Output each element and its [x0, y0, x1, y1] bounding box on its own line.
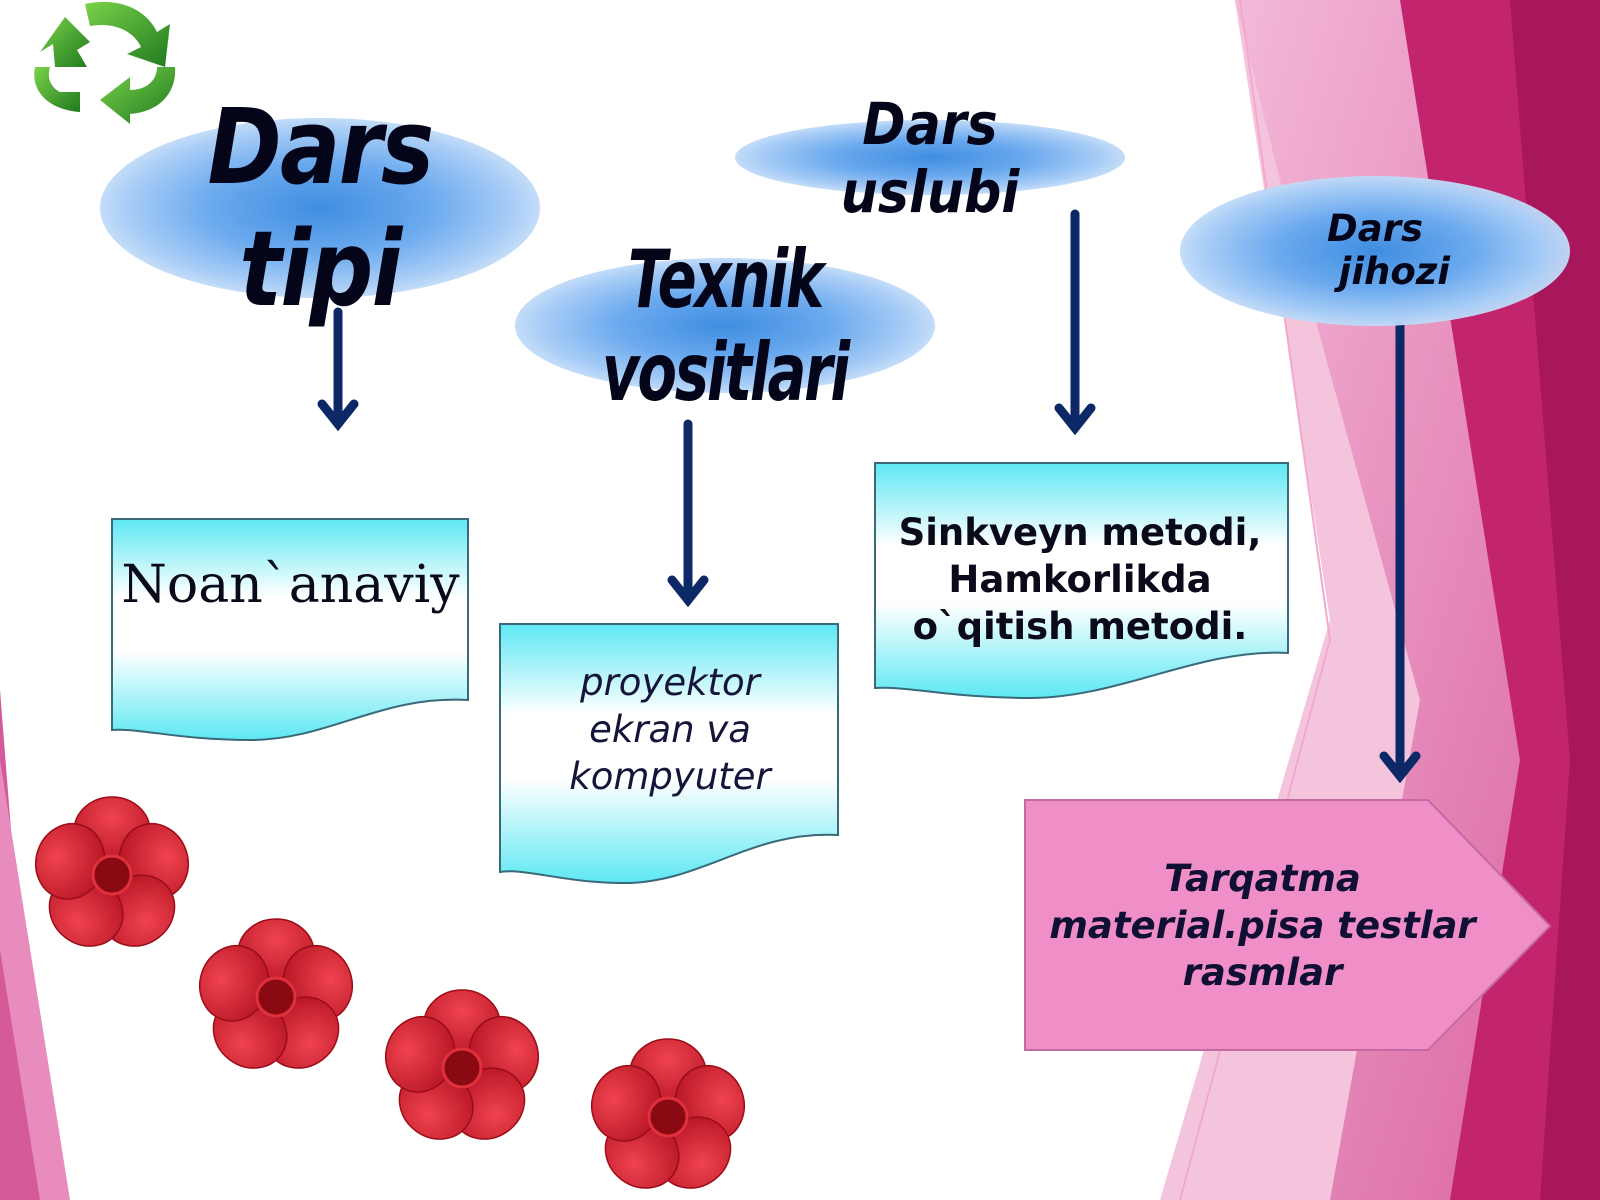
node-dars-jihozi: Dars jihozi [1180, 176, 1570, 326]
box-sinkveyn-line: o`qitish metodi. [912, 604, 1248, 648]
flower-icon [591, 1038, 745, 1189]
box-noananaviy-text: Noan`anaviy [121, 555, 460, 615]
box-proyektor-text: proyektor ekran va kompyuter [500, 660, 840, 801]
bg-left-pink-2 [0, 760, 70, 1200]
node-dars-tipi: Dars tipi [100, 86, 540, 330]
node-dars-uslubi: Dars uslubi [735, 90, 1125, 226]
node-texnik-label: Texnik vositlari [601, 232, 850, 419]
flowers [35, 796, 745, 1189]
box-tarqatma-text: Tarqatma material.pisa testlar rasmlar [1025, 856, 1500, 997]
box-proyektor-line: kompyuter [569, 754, 771, 798]
bg-magenta-dark [1510, 0, 1600, 1200]
box-noananaviy-shape [111, 518, 469, 742]
node-dars-tipi-label: Dars tipi [207, 86, 434, 330]
flower-icon [35, 796, 189, 947]
box-sinkveyn-line: Hamkorlikda [948, 557, 1212, 601]
box-sinkveyn-text: Sinkveyn metodi, Hamkorlikda o`qitish me… [875, 510, 1285, 651]
box-tarqatma-shape [1024, 799, 1552, 1051]
box-proyektor-line: proyektor [580, 661, 760, 704]
box-tarqatma-line: material.pisa testlar [1049, 903, 1476, 947]
box-sinkveyn-shape [874, 462, 1289, 700]
node-uslubi-label: Dars uslubi [840, 89, 1020, 226]
node-jihozi-label: Dars jihozi [1327, 207, 1450, 293]
flower-icon [385, 989, 539, 1140]
box-proyektor-shape [499, 623, 839, 885]
node-texnik-vositalari: Texnik vositlari [515, 233, 935, 419]
box-proyektor-line: ekran va [589, 707, 751, 751]
recycle-icon [34, 1, 176, 124]
box-tarqatma-line: rasmlar [1182, 950, 1343, 994]
flower-icon [199, 918, 353, 1069]
box-tarqatma-line: Tarqatma [1164, 857, 1361, 900]
arrows [317, 209, 1421, 784]
box-sinkveyn-line: Sinkveyn metodi, [898, 511, 1262, 554]
